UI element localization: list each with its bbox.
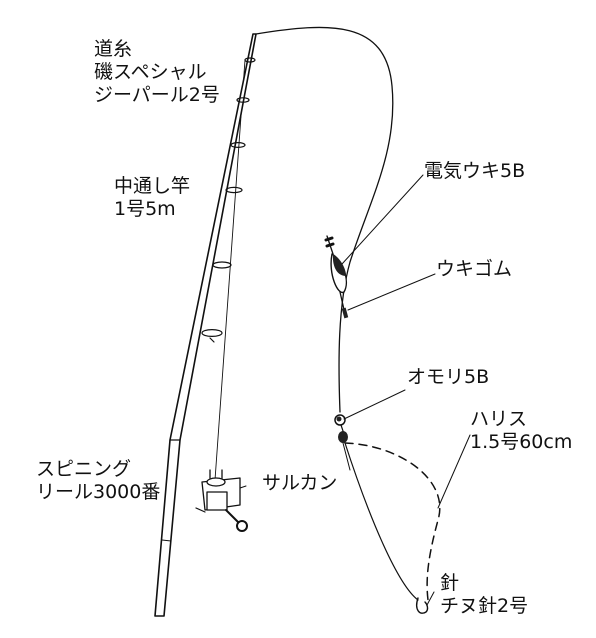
label-leader: ハリス 1.5号60cm: [470, 408, 573, 453]
electric-float: [324, 235, 348, 315]
leader-dashed: [344, 442, 441, 601]
rod-guides: [201, 57, 256, 343]
spinning-reel: [195, 469, 248, 532]
hook-mark: [416, 597, 429, 614]
leader-line: [344, 442, 419, 601]
main-line: [255, 26, 394, 413]
label-rod: 中通し竿 1号5m: [114, 175, 191, 220]
label-swivel: サルカン: [262, 472, 338, 494]
label-float-stopper: ウキゴム: [436, 258, 513, 280]
inner-line: [214, 59, 246, 481]
label-reel: スピニング リール3000番: [36, 458, 161, 503]
swivel-mark: [338, 431, 348, 443]
label-hook: 針 チヌ針2号: [440, 572, 529, 617]
float-stopper-mark: [341, 307, 349, 319]
label-line: 道糸 磯スペシャル ジーパール2号: [94, 38, 220, 106]
pointer-lines: [341, 174, 471, 606]
label-sinker: オモリ5B: [407, 366, 490, 388]
label-float: 電気ウキ5B: [424, 160, 526, 182]
